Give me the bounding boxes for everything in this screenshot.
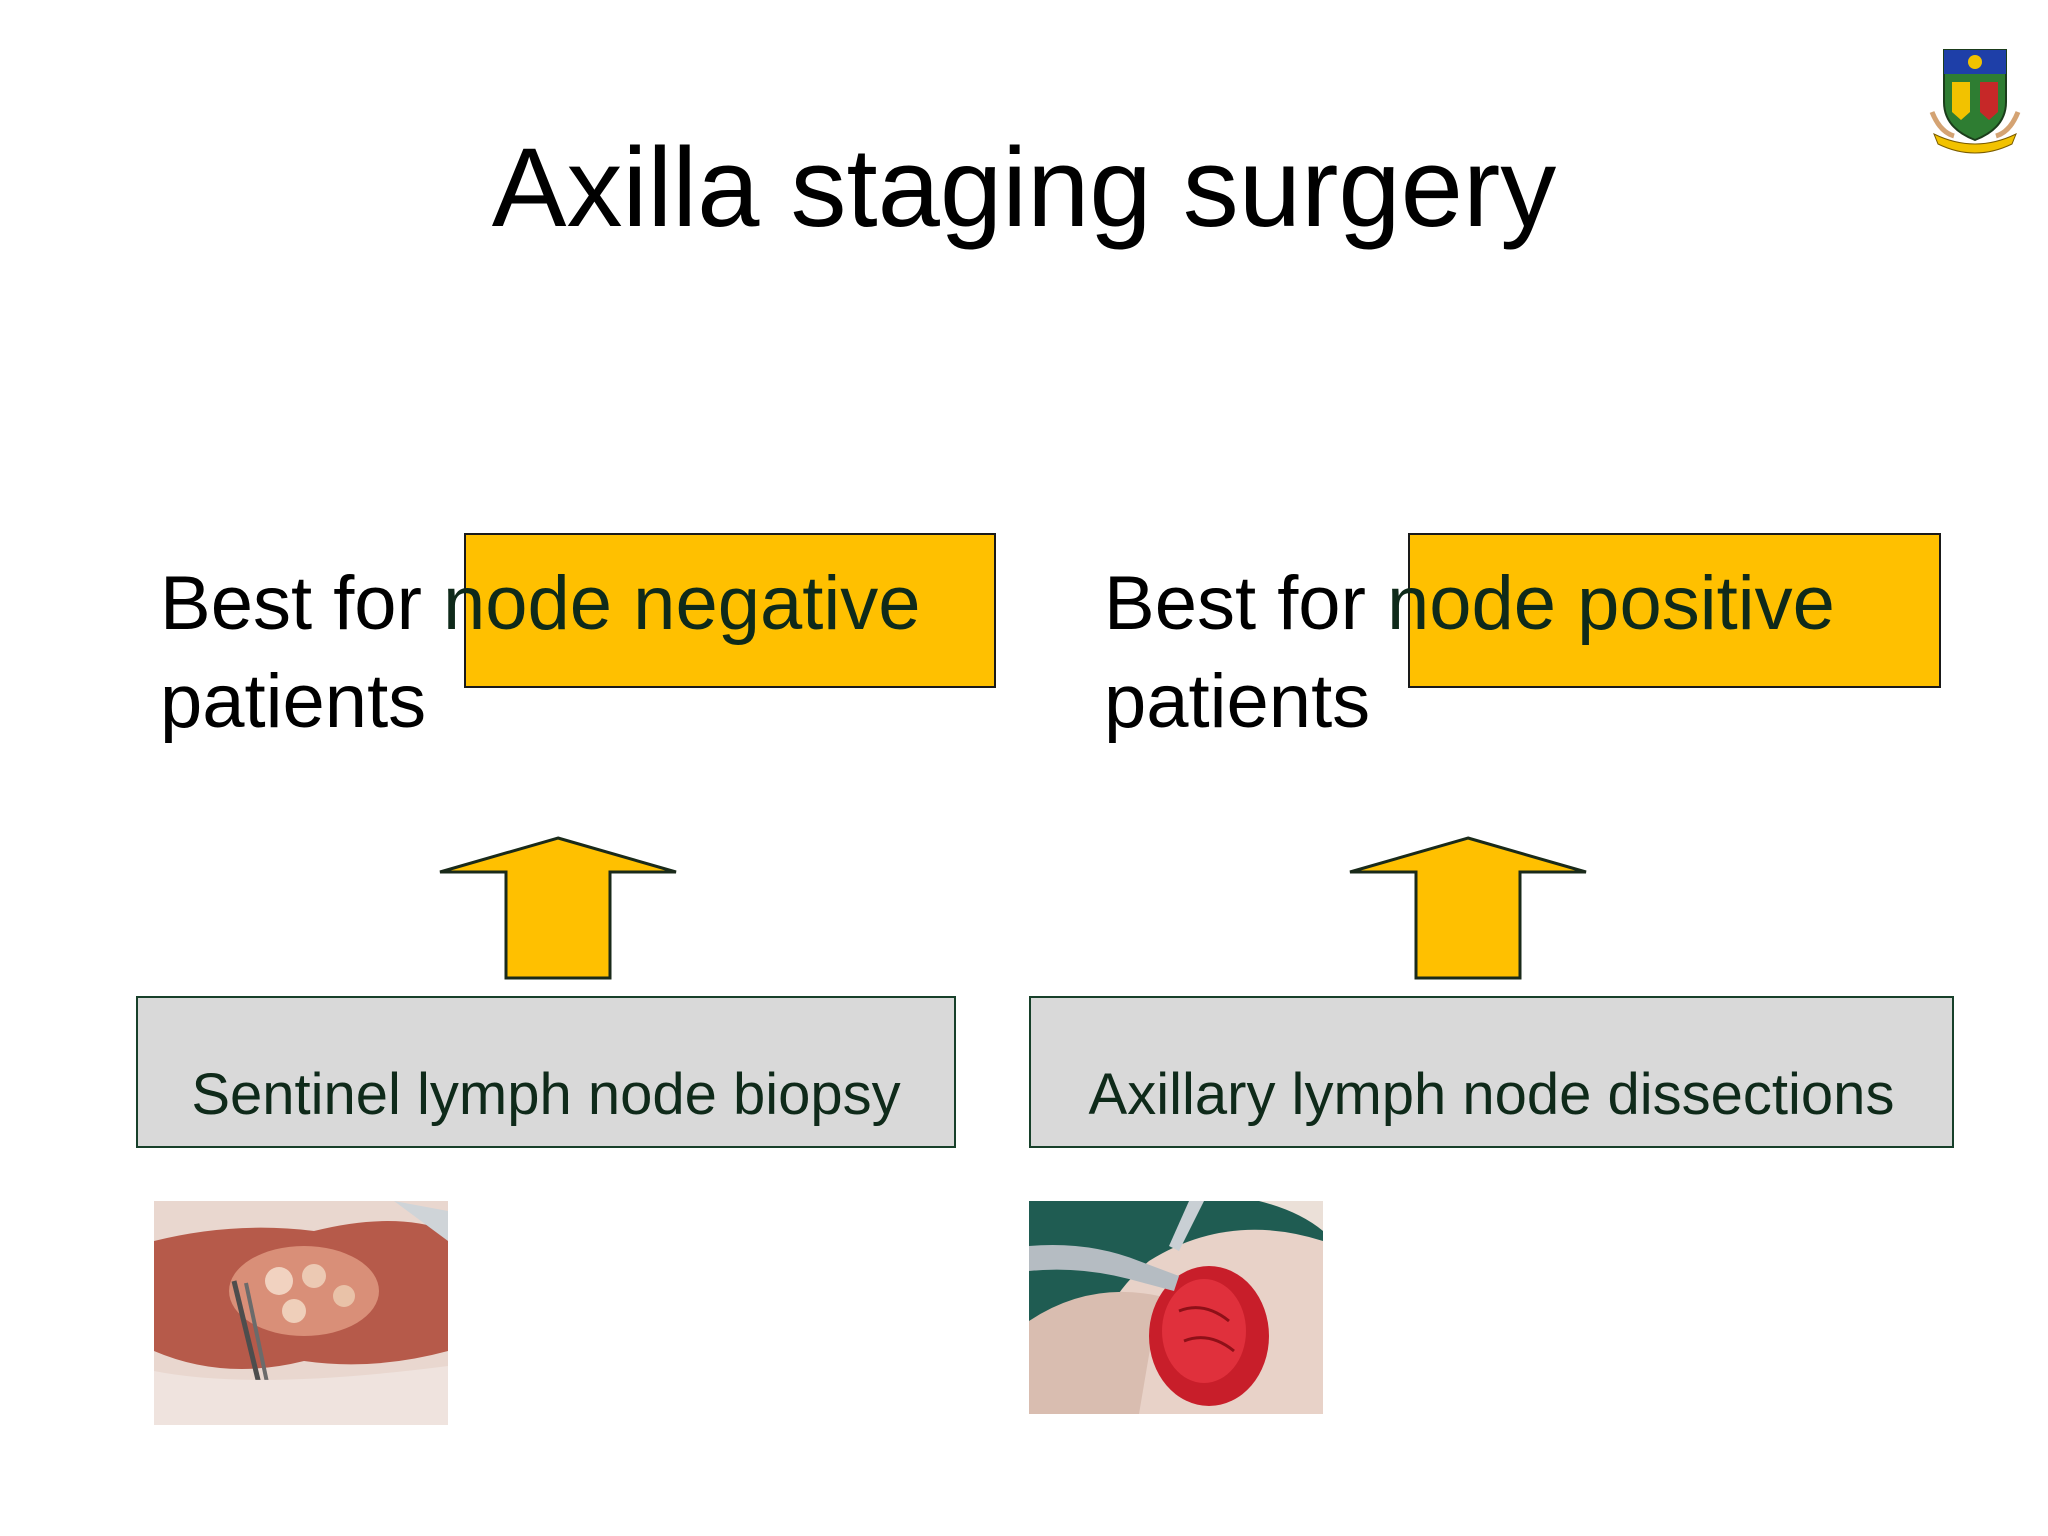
highlight-box-node-negative bbox=[464, 533, 996, 688]
up-arrow-icon bbox=[1348, 836, 1588, 981]
axillary-dissection-photo-icon bbox=[1029, 1201, 1323, 1414]
patients-label: patients bbox=[160, 659, 427, 744]
procedure-box-axillary: Axillary lymph node dissections bbox=[1029, 996, 1954, 1148]
best-for-prefix: Best for bbox=[1104, 561, 1387, 646]
best-for-node-negative-text: Best for node negative patients bbox=[160, 555, 921, 751]
department-crest-icon bbox=[1922, 42, 2028, 162]
up-arrow-icon bbox=[438, 836, 678, 981]
node-negative-label: node negative bbox=[443, 561, 921, 646]
node-positive-label: node positive bbox=[1387, 561, 1835, 646]
best-for-prefix: Best for bbox=[160, 561, 443, 646]
axillary-lymph-node-dissections-label: Axillary lymph node dissections bbox=[1088, 1062, 1895, 1127]
highlight-box-node-positive bbox=[1408, 533, 1941, 688]
procedure-box-sentinel: Sentinel lymph node biopsy bbox=[136, 996, 956, 1148]
patients-label: patients bbox=[1104, 659, 1371, 744]
best-for-node-positive-text: Best for node positive patients bbox=[1104, 555, 1835, 751]
sentinel-lymph-node-biopsy-label: Sentinel lymph node biopsy bbox=[191, 1062, 901, 1127]
sentinel-node-surgery-photo-icon bbox=[154, 1201, 448, 1425]
slide-title: Axilla staging surgery bbox=[491, 125, 1557, 250]
